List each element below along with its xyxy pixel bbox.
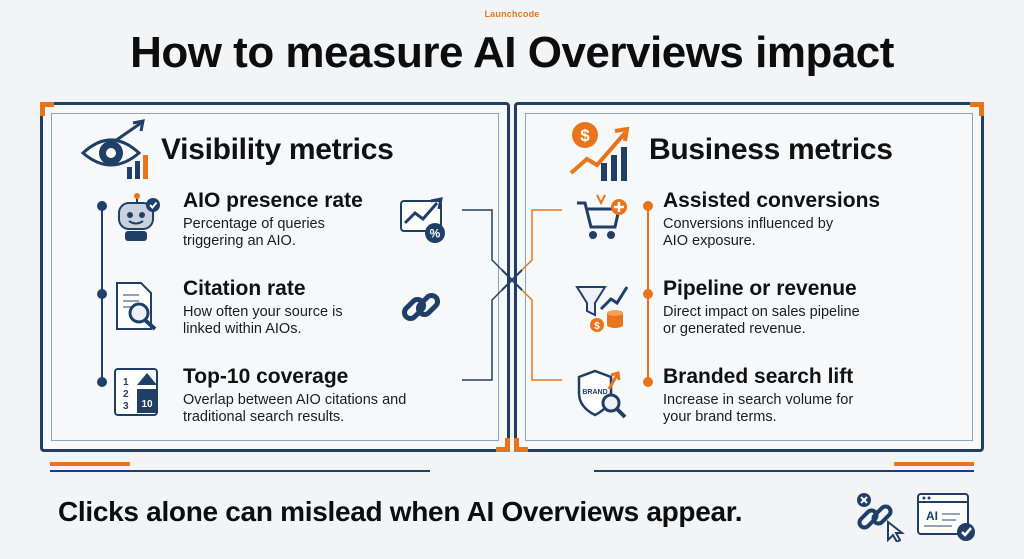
metric-title: Top-10 coverage (183, 365, 349, 388)
metric-desc: Overlap between AIO citations and tradit… (183, 392, 407, 425)
svg-text:3: 3 (123, 401, 129, 412)
metric-branded-search-lift: Branded search lift Increase in search v… (663, 365, 853, 426)
corner-accent (40, 102, 54, 116)
footer-message: Clicks alone can mislead when AI Overvie… (58, 496, 743, 527)
timeline-dot (97, 201, 107, 211)
timeline-dot (97, 377, 107, 387)
broken-link-cursor-icon (857, 493, 905, 542)
timeline-dot (643, 289, 653, 299)
dollar-growth-icon: $ (569, 122, 630, 181)
eye-chart-icon (80, 119, 148, 179)
brand-shield-search-icon: BRAND (577, 369, 627, 419)
timeline-dot (643, 377, 653, 387)
trend-percent-icon: % (400, 197, 445, 243)
business-panel: $ Business metrics Assisted conversions … (514, 102, 984, 452)
page-title: How to measure AI Overviews impact (130, 28, 894, 77)
section-title-visibility: Visibility metrics (161, 133, 394, 166)
visibility-panel: Visibility metrics AIO presence rate Per… (40, 102, 510, 452)
robot-icon (118, 193, 160, 241)
metric-title: Pipeline or revenue (663, 277, 857, 300)
metric-assisted-conversions: Assisted conversions Conversions influen… (663, 189, 880, 250)
corner-accent (496, 438, 510, 452)
metric-desc: Direct impact on sales pipeline or gener… (663, 304, 860, 337)
corner-accent (970, 102, 984, 116)
timeline-dot (97, 289, 107, 299)
cart-plus-icon (577, 194, 627, 239)
center-connector-icon (462, 209, 562, 381)
svg-text:$: $ (580, 126, 590, 145)
ai-window-check-icon: AI (917, 493, 975, 541)
metric-title: AIO presence rate (183, 189, 363, 212)
metric-top10-coverage: Top-10 coverage Overlap between AIO cita… (183, 365, 406, 426)
metric-title: Citation rate (183, 277, 306, 300)
metric-desc: Conversions influenced by AIO exposure. (663, 216, 834, 249)
metric-aio-presence-rate: AIO presence rate Percentage of queries … (183, 189, 363, 250)
ranking-list-icon: 1 2 3 10 (114, 368, 158, 416)
funnel-coins-icon: $ (575, 286, 629, 332)
corner-accent (514, 438, 528, 452)
svg-text:10: 10 (141, 399, 153, 410)
svg-text:BRAND: BRAND (582, 389, 607, 396)
svg-text:1: 1 (123, 377, 129, 388)
section-title-business: Business metrics (649, 133, 893, 166)
metric-title: Branded search lift (663, 365, 854, 388)
metric-desc: Percentage of queries triggering an AIO. (183, 216, 325, 249)
svg-text:%: % (430, 227, 441, 241)
document-search-icon (116, 282, 157, 331)
svg-text:2: 2 (123, 389, 129, 400)
svg-text:$: $ (594, 321, 600, 332)
metric-pipeline-revenue: Pipeline or revenue Direct impact on sal… (663, 277, 860, 338)
metric-desc: Increase in search volume for your brand… (663, 392, 854, 425)
metric-citation-rate: Citation rate How often your source is l… (183, 277, 343, 338)
timeline-dot (643, 201, 653, 211)
brand-logo: Launchcode (484, 9, 540, 19)
chain-link-icon (401, 292, 441, 322)
metric-desc: How often your source is linked within A… (183, 304, 343, 337)
svg-text:AI: AI (926, 509, 938, 523)
metric-title: Assisted conversions (663, 189, 881, 212)
footer-divider (50, 462, 974, 472)
